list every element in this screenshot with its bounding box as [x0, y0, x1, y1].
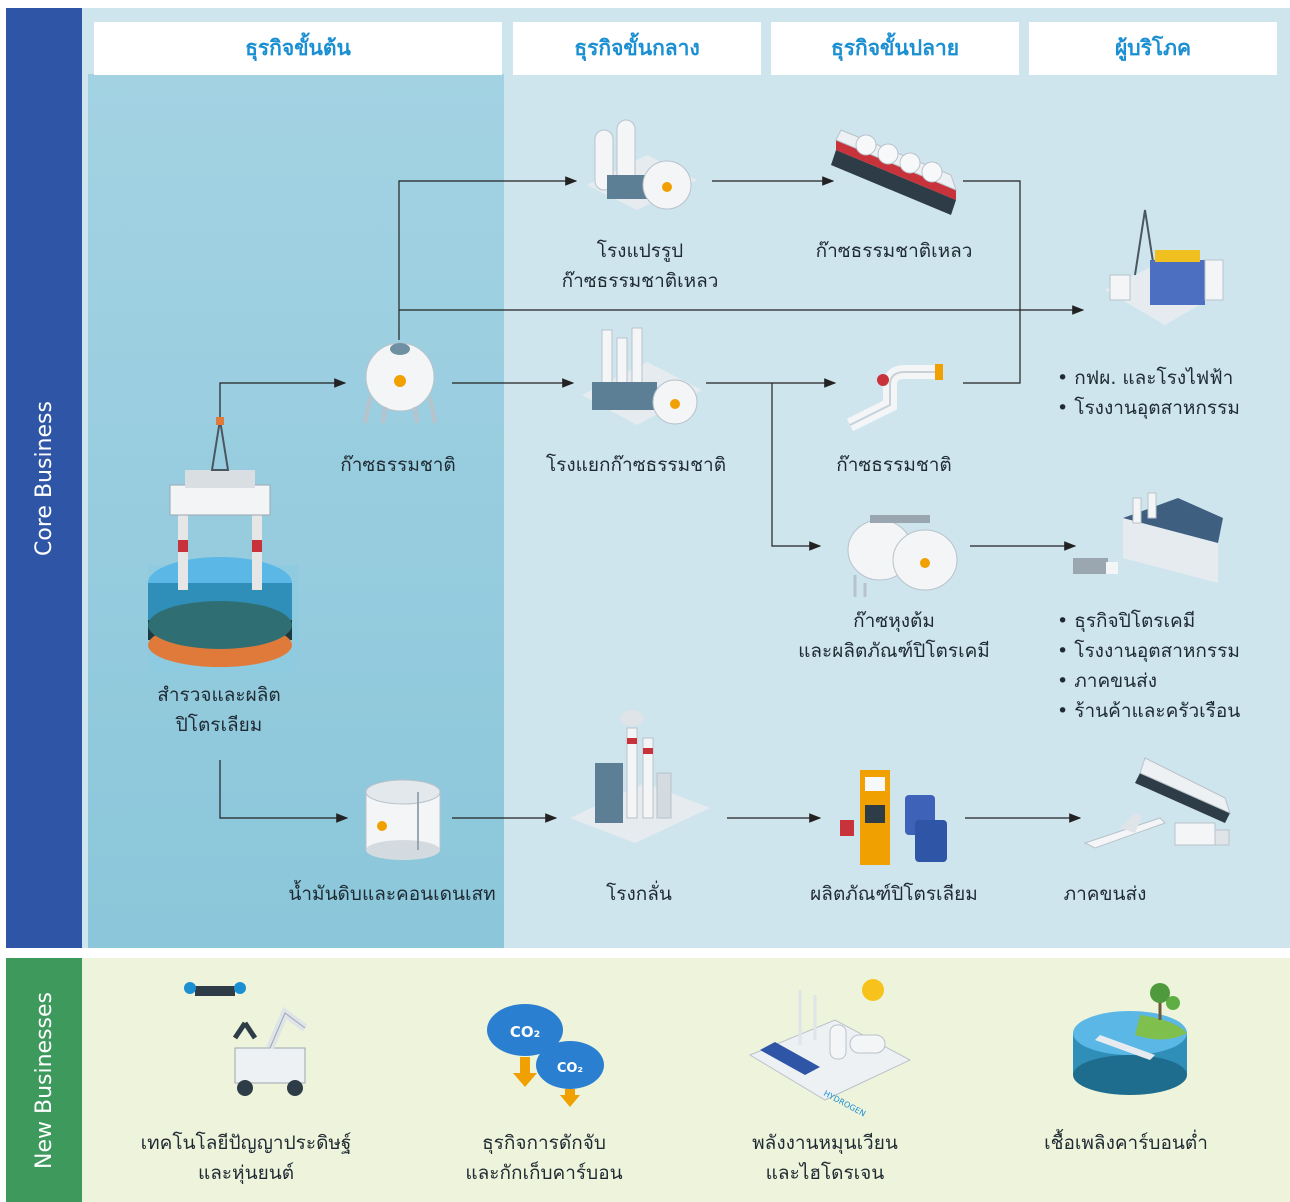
header-midstream: ธุรกิจขั้นกลาง — [513, 22, 761, 75]
list-item: ร้านค้าและครัวเรือน — [1057, 696, 1240, 726]
factory-icon — [1073, 492, 1223, 583]
gas-sphere-icon — [363, 342, 437, 424]
crude-condensate-label: น้ำมันดิบและคอนเดนเสท — [288, 883, 496, 905]
core-business-band: Core Business — [6, 8, 82, 948]
low-carbon-fuel-icon — [1073, 983, 1187, 1095]
gas-separation-label: โรงแยกก๊าซธรรมชาติ — [545, 454, 727, 476]
petroleum-products-label: ผลิตภัณฑ์ปิโตรเลียม — [810, 883, 978, 905]
co2-label-2: CO₂ — [557, 1061, 583, 1076]
refinery-icon — [570, 710, 710, 843]
gas-separation-plant-icon — [582, 327, 702, 425]
power-plant-icon — [1105, 209, 1225, 325]
lpg-tanks-icon — [847, 515, 958, 597]
header-consumer: ผู้บริโภค — [1029, 22, 1277, 75]
lng-plant-label: โรงแปรรูปก๊าซธรรมชาติเหลว — [561, 240, 719, 292]
lng-plant-icon — [587, 119, 697, 210]
transport-icon — [1083, 757, 1231, 849]
ai-robot-icon — [184, 982, 308, 1096]
power-consumer-list: กฟผ. และโรงไฟฟ้า โรงงานอุตสาหกรรม — [1057, 363, 1240, 423]
lng-label: ก๊าซธรรมชาติเหลว — [815, 240, 973, 262]
list-item: ธุรกิจปิโตรเคมี — [1057, 606, 1240, 636]
refinery-label: โรงกลั่น — [606, 883, 672, 905]
list-item: โรงงานอุตสาหกรรม — [1057, 393, 1240, 423]
header-downstream: ธุรกิจขั้นปลาย — [771, 22, 1019, 75]
gas-pipeline-icon — [846, 364, 943, 432]
lng-ship-icon — [831, 129, 957, 215]
header-upstream: ธุรกิจขั้นต้น — [94, 22, 502, 75]
exploration-label: สำรวจและผลิตปิโตรเลียม — [157, 684, 281, 736]
transport-label: ภาคขนส่ง — [1063, 883, 1147, 905]
petrochem-consumer-list: ธุรกิจปิโตรเคมี โรงงานอุตสาหกรรม ภาคขนส่… — [1057, 606, 1240, 726]
ccs-label: ธุรกิจการดักจับและกักเก็บคาร์บอน — [465, 1132, 623, 1184]
new-businesses-band: New Businesses — [6, 958, 82, 1202]
natural-gas-downstream-label: ก๊าซธรรมชาติ — [836, 454, 952, 476]
co2-label-1: CO₂ — [510, 1023, 540, 1041]
fuel-station-icon — [840, 770, 947, 865]
crude-tank-icon — [365, 779, 441, 860]
low-carbon-fuel-label: เชื้อเพลิงคาร์บอนต่ำ — [1044, 1132, 1208, 1154]
offshore-platform-icon — [148, 417, 298, 673]
ccs-icon: CO₂ CO₂ — [487, 1004, 604, 1107]
list-item: โรงงานอุตสาหกรรม — [1057, 636, 1240, 666]
renewable-hydrogen-label: พลังงานหมุนเวียนและไฮโดรเจน — [752, 1132, 898, 1184]
lpg-petrochem-label: ก๊าซหุงต้มและผลิตภัณฑ์ปิโตรเคมี — [798, 610, 990, 662]
list-item: ภาคขนส่ง — [1057, 666, 1240, 696]
ai-robotics-label: เทคโนโลยีปัญญาประดิษฐ์และหุ่นยนต์ — [140, 1132, 352, 1184]
natural-gas-upstream-label: ก๊าซธรรมชาติ — [340, 454, 456, 476]
list-item: กฟผ. และโรงไฟฟ้า — [1057, 363, 1240, 393]
renewable-hydrogen-icon: HYDROGEN — [748, 979, 912, 1118]
